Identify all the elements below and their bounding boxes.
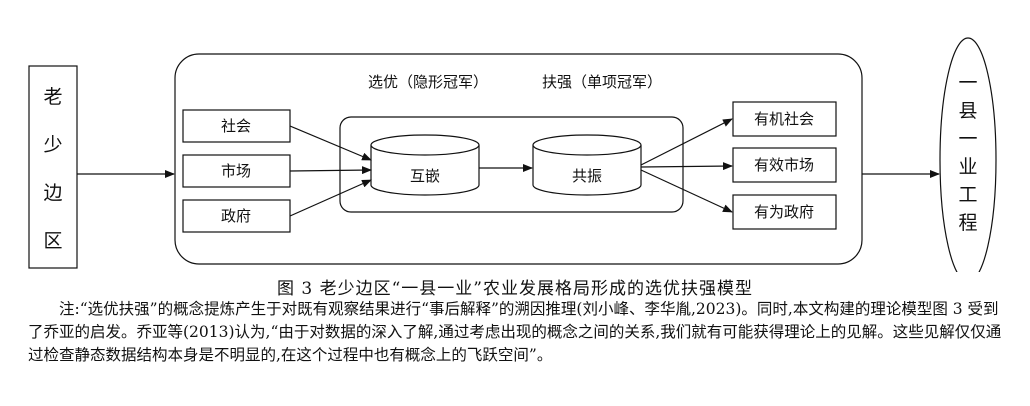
- output-box-effective-market: [732, 147, 837, 183]
- project-char: 县: [958, 100, 977, 122]
- output-label: 有机社会: [754, 110, 814, 128]
- region-char: 区: [43, 230, 62, 252]
- arrow-society-to-integration: [289, 125, 372, 161]
- framework-diagram: 老 少 边 区 选优（隐形冠军） 扶强（单项冠军） 社会 市场 政府 互嵌 共振…: [28, 37, 997, 272]
- project-char: 业: [958, 156, 977, 178]
- note-text: 注:“选优扶强”的概念提炼产生于对既有观察结果进行“事后解释”的溯因推理(刘小峰…: [28, 300, 1002, 364]
- project-char: 程: [958, 212, 977, 234]
- input-box-government: [182, 199, 291, 233]
- project-char: 工: [958, 184, 977, 206]
- cylinder-label: 互嵌: [410, 167, 440, 185]
- output-label: 有效市场: [754, 156, 814, 174]
- region-char: 边: [43, 182, 62, 204]
- project-char: 一: [958, 72, 977, 94]
- arrow-to-capable-government: [640, 169, 733, 213]
- selection-label: 选优（隐形冠军）: [368, 73, 488, 91]
- output-box-organic-society: [732, 101, 837, 137]
- arrow-to-organic-society: [640, 118, 733, 166]
- output-box-capable-government: [732, 194, 837, 230]
- output-label: 有为政府: [754, 203, 814, 221]
- figure-note: 注:“选优扶强”的概念提炼产生于对既有观察结果进行“事后解释”的溯因推理(刘小峰…: [28, 298, 1008, 367]
- arrow-government-to-integration: [289, 179, 372, 217]
- cylinder-integration: 互嵌: [370, 134, 480, 196]
- region-char: 少: [43, 134, 62, 156]
- project-char: 一: [958, 128, 977, 150]
- cylinder-resonance: 共振: [532, 134, 642, 196]
- region-box: [28, 65, 78, 269]
- cylinder-label: 共振: [572, 167, 602, 185]
- region-char: 老: [43, 86, 62, 108]
- project-ellipse: [939, 37, 997, 272]
- input-label: 政府: [221, 207, 251, 225]
- arrow-market-to-integration: [289, 166, 372, 175]
- arrow-to-effective-market: [640, 162, 733, 171]
- figure-caption: 图 3 老少边区“一县一业”农业发展格局形成的选优扶强模型: [276, 279, 753, 299]
- input-label: 市场: [221, 162, 251, 180]
- support-label: 扶强（单项冠军）: [542, 73, 662, 91]
- input-label: 社会: [221, 117, 251, 135]
